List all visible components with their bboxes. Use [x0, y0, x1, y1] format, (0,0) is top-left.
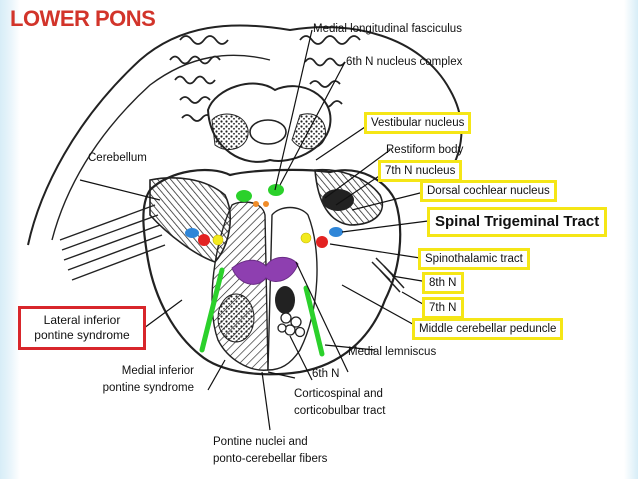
slide-edge-right	[624, 0, 638, 479]
box-spinal-trigeminal-tract: Spinal Trigeminal Tract	[427, 207, 608, 237]
label-sixth-n: 6th N	[312, 368, 340, 380]
box-dorsal-cochlear-nucleus: Dorsal cochlear nucleus	[420, 180, 557, 202]
lateral-syndrome-line1: Lateral inferior	[43, 313, 121, 327]
blue-marker-left	[185, 228, 199, 238]
box-spinothalamic-tract: Spinothalamic tract	[418, 248, 530, 270]
pontine-nuclei-dark	[217, 293, 255, 343]
box-eighth-n: 8th N	[422, 272, 464, 294]
label-pontine-nuclei-line1: Pontine nuclei and	[213, 436, 308, 448]
dorsal-cochlear-mass	[322, 189, 354, 211]
yellow-marker-right	[300, 232, 312, 244]
red-marker-left	[198, 234, 210, 246]
box-seventh-n: 7th N	[422, 297, 464, 319]
box-lateral-inferior-pontine-syndrome: Lateral inferior pontine syndrome	[18, 306, 146, 350]
label-medial-syndrome-line1: Medial inferior	[121, 365, 194, 377]
orange-mlf-right	[263, 201, 269, 207]
box-vestibular-nucleus: Vestibular nucleus	[364, 112, 472, 134]
label-pontine-nuclei-line2: ponto-cerebellar fibers	[213, 453, 328, 465]
corticospinal-dark	[275, 286, 295, 314]
label-corticospinal-line2: corticobulbar tract	[294, 405, 386, 417]
box-seventh-nucleus: 7th N nucleus	[378, 160, 463, 182]
vestibular-area-left	[211, 113, 249, 150]
cerebellum-inner-contour	[51, 54, 271, 241]
cerebellum-outline	[27, 24, 463, 246]
left-peduncle-fibers	[59, 204, 166, 281]
slide-edge-left	[0, 0, 20, 479]
green-nucleus-right	[268, 184, 284, 196]
red-marker-right	[316, 236, 328, 248]
label-restiform-body: Restiform body	[386, 144, 464, 156]
label-sixth-nucleus-complex: 6th N nucleus complex	[346, 56, 463, 68]
slide-title: LOWER PONS	[10, 6, 156, 31]
vestibular-inner-blob	[249, 119, 287, 145]
green-nucleus-left	[236, 190, 252, 202]
orange-mlf-left	[253, 201, 259, 207]
corticospinal-fascicles	[277, 312, 306, 338]
leader-lines	[79, 29, 429, 431]
blue-marker-right	[329, 227, 343, 237]
label-cerebellum: Cerebellum	[88, 152, 147, 164]
box-middle-cerebellar-peduncle: Middle cerebellar peduncle	[412, 318, 564, 340]
label-corticospinal-line1: Corticospinal and	[294, 388, 383, 400]
yellow-marker-left	[212, 234, 224, 246]
label-medial-syndrome-line2: pontine syndrome	[102, 382, 194, 394]
lateral-syndrome-line2: pontine syndrome	[34, 328, 130, 342]
right-nerve-fibers	[371, 257, 405, 293]
green-tracts	[199, 267, 325, 357]
label-medial-lemniscus: Medial lemniscus	[348, 346, 437, 358]
medial-lemniscus-purple	[231, 257, 299, 285]
label-mlf: Medial longitudinal fasciculus	[313, 23, 462, 35]
